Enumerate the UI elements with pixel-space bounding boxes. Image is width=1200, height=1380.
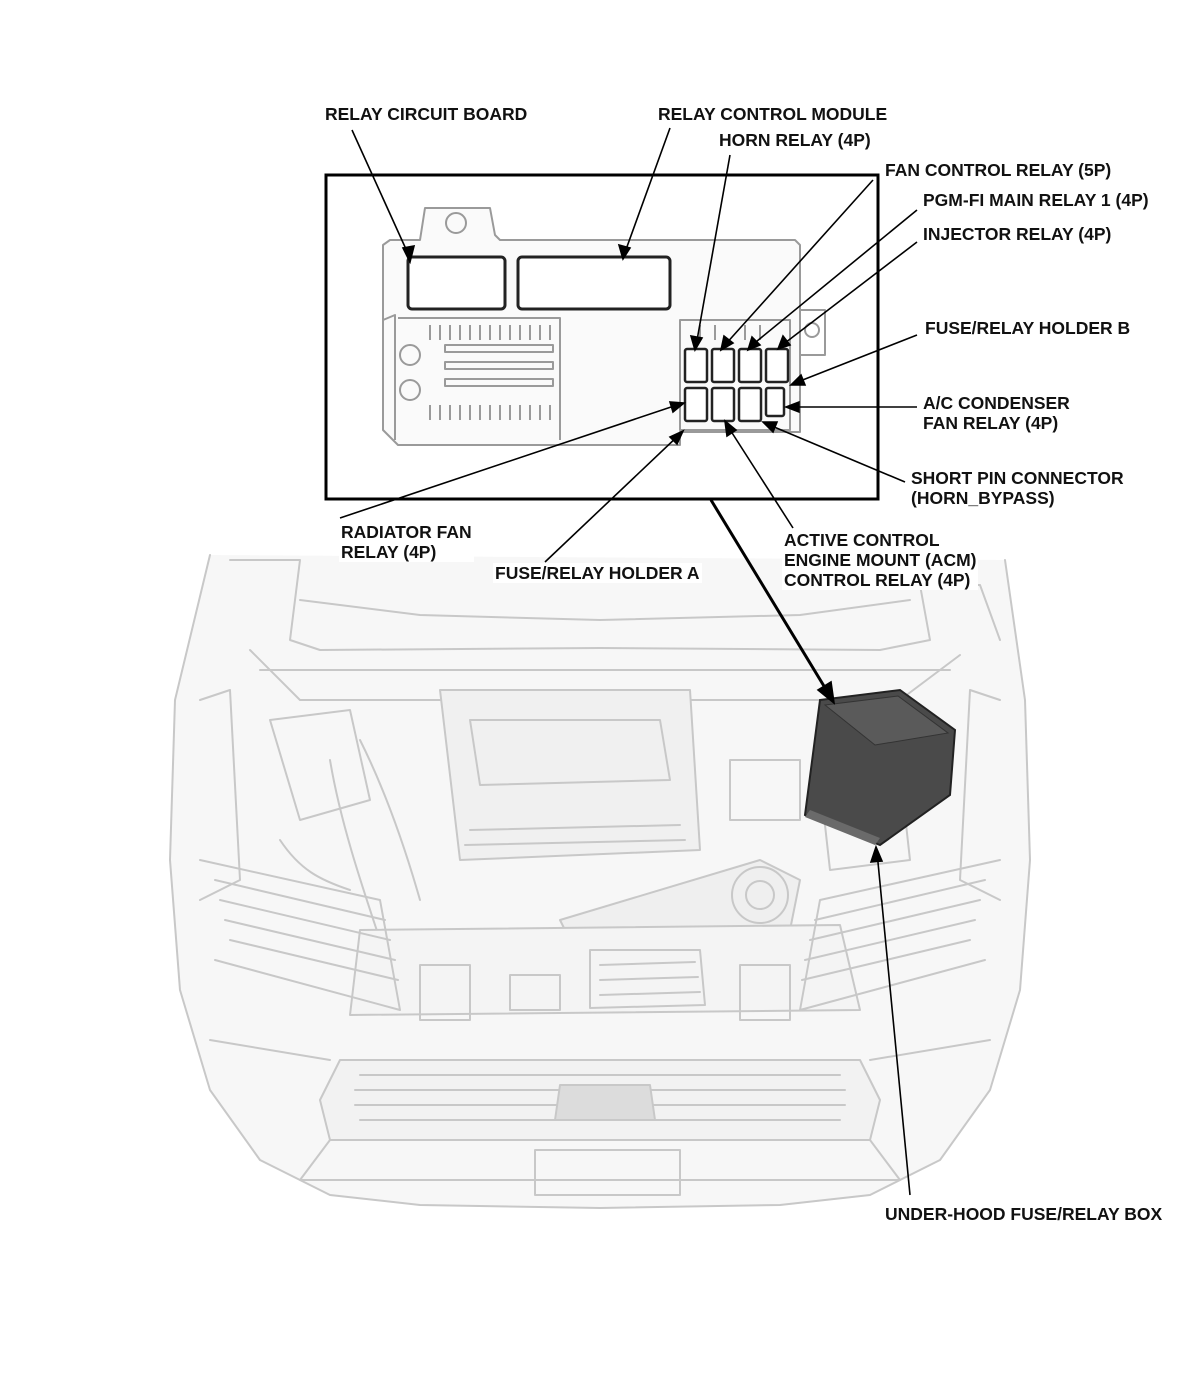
label-relay-circuit-board: RELAY CIRCUIT BOARD (323, 104, 530, 124)
label-pgm-fi-main-relay: PGM-FI MAIN RELAY 1 (4P) (921, 190, 1151, 210)
label-ac-condenser-line1: A/C CONDENSER (923, 393, 1070, 413)
relay-grid (683, 347, 790, 423)
label-radiator-fan-line2: RELAY (4P) (341, 542, 437, 562)
label-acm-line2: ENGINE MOUNT (ACM) (784, 550, 977, 570)
relay-circuit-board-block (406, 255, 507, 311)
under-hood-fuse-relay-box-illustration (803, 688, 957, 847)
leader-lines (339, 127, 918, 1196)
label-horn-relay: HORN RELAY (4P) (717, 130, 873, 150)
label-injector-relay: INJECTOR RELAY (4P) (921, 224, 1114, 244)
label-fan-control-relay: FAN CONTROL RELAY (5P) (883, 160, 1114, 180)
label-acm-line1: ACTIVE CONTROL (784, 530, 940, 550)
label-short-pin-line1: SHORT PIN CONNECTOR (911, 468, 1124, 488)
label-acm-line3: CONTROL RELAY (4P) (784, 570, 971, 590)
label-radiator-fan-relay: RADIATOR FAN RELAY (4P) (339, 522, 474, 562)
label-fuse-relay-holder-a: FUSE/RELAY HOLDER A (493, 563, 702, 583)
vehicle-engine-bay (169, 554, 1031, 1209)
label-short-pin-connector: SHORT PIN CONNECTOR (HORN_BYPASS) (909, 468, 1126, 508)
label-relay-control-module: RELAY CONTROL MODULE (656, 104, 890, 124)
label-ac-condenser-line2: FAN RELAY (4P) (923, 413, 1059, 433)
relay-control-module-block (516, 255, 672, 311)
label-fuse-relay-holder-b: FUSE/RELAY HOLDER B (923, 318, 1133, 338)
label-acm-control-relay: ACTIVE CONTROL ENGINE MOUNT (ACM) CONTRO… (782, 530, 979, 590)
label-ac-condenser-fan-relay: A/C CONDENSER FAN RELAY (4P) (921, 393, 1072, 433)
label-under-hood-fuse-relay-box: UNDER-HOOD FUSE/RELAY BOX (883, 1204, 1165, 1224)
label-radiator-fan-line1: RADIATOR FAN (341, 522, 472, 542)
label-short-pin-line2: (HORN_BYPASS) (911, 488, 1055, 508)
